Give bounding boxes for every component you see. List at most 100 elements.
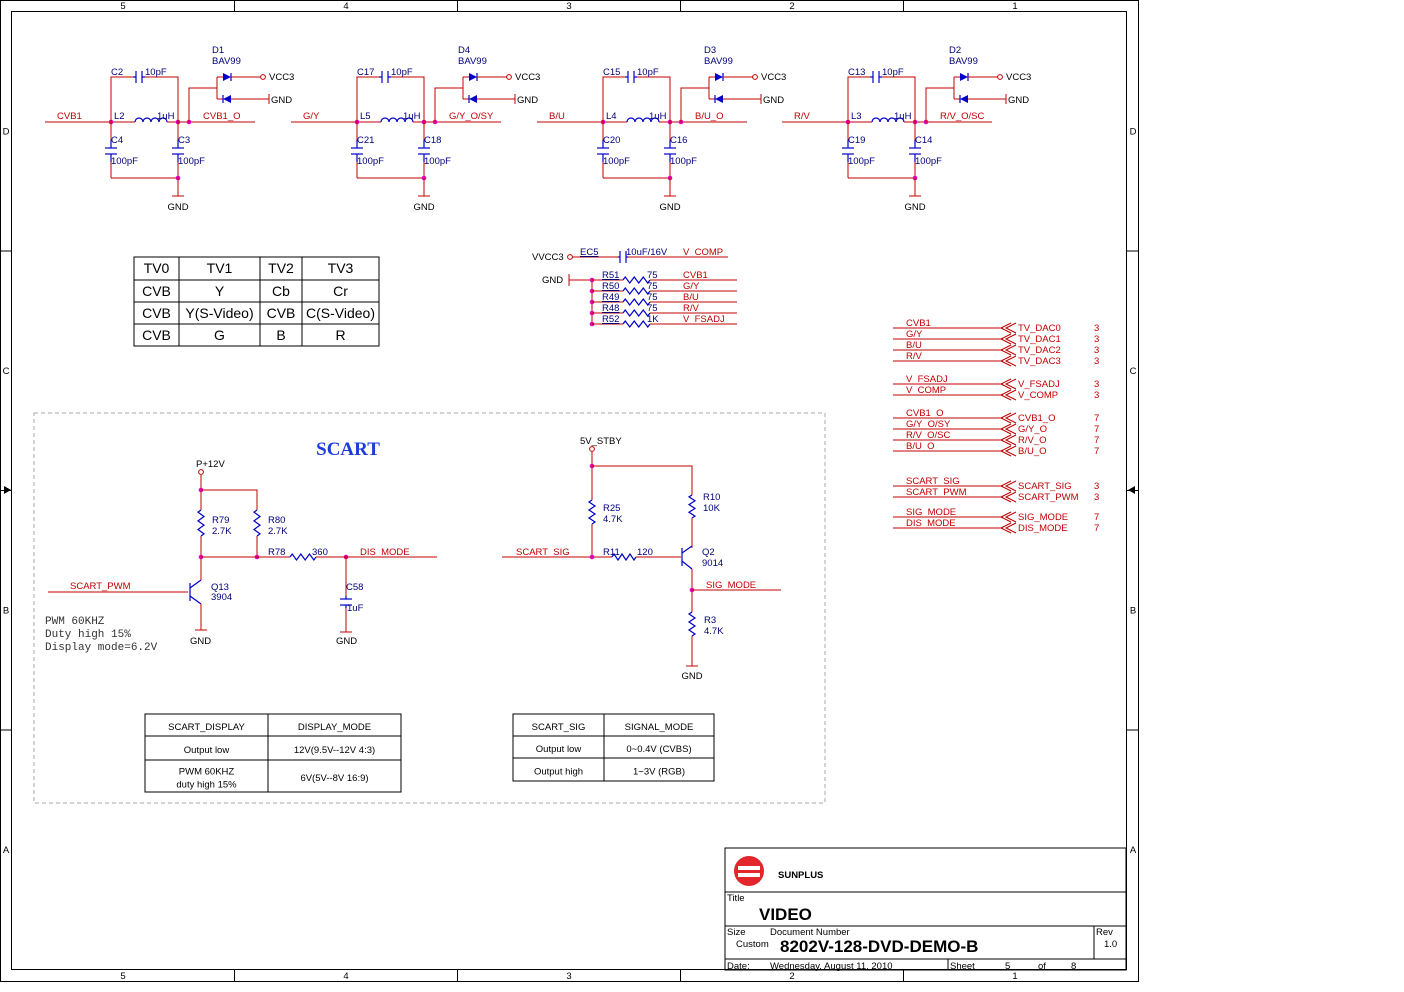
offpage-chevron [1004, 412, 1017, 424]
net-label: V_FSADJ [906, 374, 948, 385]
wire [592, 465, 693, 495]
wire [434, 77, 464, 122]
zone-col-label: 3 [566, 1, 571, 12]
vcc-label: VCC3 [761, 72, 786, 83]
diode-triangle [715, 73, 723, 81]
port-label: TV_DAC3 [1018, 356, 1061, 367]
offpage-chevron [1004, 333, 1017, 345]
sheet-ref: 3 [1094, 379, 1099, 390]
offpage-chevron [999, 355, 1012, 367]
net-label: V_COMP [906, 385, 946, 396]
offpage-chevron [1004, 322, 1017, 334]
sheet-ref: 3 [1094, 334, 1099, 345]
ref-label: L2 [114, 111, 125, 122]
tb-value: 5 [1005, 961, 1010, 972]
tb-field-label: Size [727, 927, 745, 938]
note-line: PWM 60KHZ [45, 616, 105, 628]
pin-circle [506, 74, 512, 80]
net-label: CVB1 [57, 111, 82, 122]
offpage-chevron [1004, 445, 1017, 457]
value-label: 2.7K [212, 526, 232, 537]
ref-label: C20 [603, 135, 620, 146]
diode-triangle [960, 73, 968, 81]
resistor-zigzag [196, 509, 206, 537]
resistor-zigzag [622, 298, 651, 306]
table-frame [144, 713, 402, 793]
ref-label: R11 [603, 547, 620, 558]
value-label: 10pF [882, 67, 904, 78]
sheet-ref: 7 [1094, 446, 1099, 457]
gnd-label: GND [517, 95, 538, 106]
gnd-label: GND [542, 275, 563, 286]
ref-label: R3 [704, 615, 716, 626]
net-label: DIS_MODE [906, 518, 956, 529]
port-label: G/Y_O [1018, 424, 1047, 435]
port-label: DIS_MODE [1018, 523, 1068, 534]
inductor-coil [871, 117, 905, 123]
offpage-chevron [999, 434, 1012, 446]
table-cell: 0~0.4V (CVBS) [626, 744, 691, 755]
offpage-chevron [1004, 522, 1017, 534]
ref-label: L5 [360, 111, 371, 122]
diode-triangle [715, 95, 723, 103]
net-label: G/Y_O/SY [449, 111, 494, 122]
table-cell: TV3 [328, 260, 354, 276]
center-arrow-left [4, 486, 11, 494]
table-cell: Cr [333, 283, 348, 299]
net-label: B/U_O [695, 111, 724, 122]
net-label: V_COMP [683, 247, 723, 258]
resistor-zigzag [687, 494, 697, 519]
inductor-coil [134, 117, 168, 123]
net-label: SIG_MODE [706, 580, 756, 591]
ref-label: R51 [602, 270, 619, 281]
gnd-label: GND [271, 95, 292, 106]
offpage-chevron [999, 511, 1012, 523]
ref-label: Q13 [211, 582, 229, 593]
net-label: SCART_PWM [906, 487, 967, 498]
table-cell: CVB [142, 305, 171, 321]
net-label: R/V_O/SC [906, 430, 950, 441]
port-label: SCART_PWM [1018, 492, 1079, 503]
doc-title: VIDEO [759, 905, 812, 924]
net-label: G/Y [303, 111, 320, 122]
zone-col-label: 4 [343, 1, 348, 12]
ref-label: C17 [357, 67, 374, 78]
zone-col-label: 2 [789, 971, 794, 982]
value-label: 100pF [111, 156, 138, 167]
doc-number: 8202V-128-DVD-DEMO-B [780, 937, 978, 956]
port-label: SIG_MODE [1018, 512, 1068, 523]
ref-label: L4 [606, 111, 617, 122]
value-label: 10K [703, 503, 721, 514]
sheet-ref: 3 [1094, 345, 1099, 356]
sheet-ref: 7 [1094, 413, 1099, 424]
resistor-zigzag [622, 287, 651, 295]
zone-col-label: 1 [1012, 971, 1017, 982]
ref-label: R48 [602, 303, 619, 314]
zone-row-label: B [1130, 605, 1136, 616]
table-cell: 12V(9.5V--12V 4:3) [294, 745, 375, 756]
value-label: 1uF [347, 603, 364, 614]
ref-label: C19 [848, 135, 865, 146]
value-label: 1K [647, 314, 659, 325]
ref-label: D2 [949, 45, 961, 56]
power-label: 5V_STBY [580, 436, 622, 447]
net-label: G/Y [906, 329, 923, 340]
titleblock-frame [724, 847, 1127, 971]
value-label: 10uF/16V [626, 247, 668, 258]
ref-label: C16 [670, 135, 687, 146]
tb-field-label: Document Number [770, 927, 850, 938]
ref-label: R80 [268, 515, 285, 526]
sheet-ref: 7 [1094, 424, 1099, 435]
sheet-ref: 3 [1094, 481, 1099, 492]
value-label: BAV99 [949, 56, 978, 67]
value-label: 100pF [603, 156, 630, 167]
offpage-chevron [1004, 480, 1017, 492]
